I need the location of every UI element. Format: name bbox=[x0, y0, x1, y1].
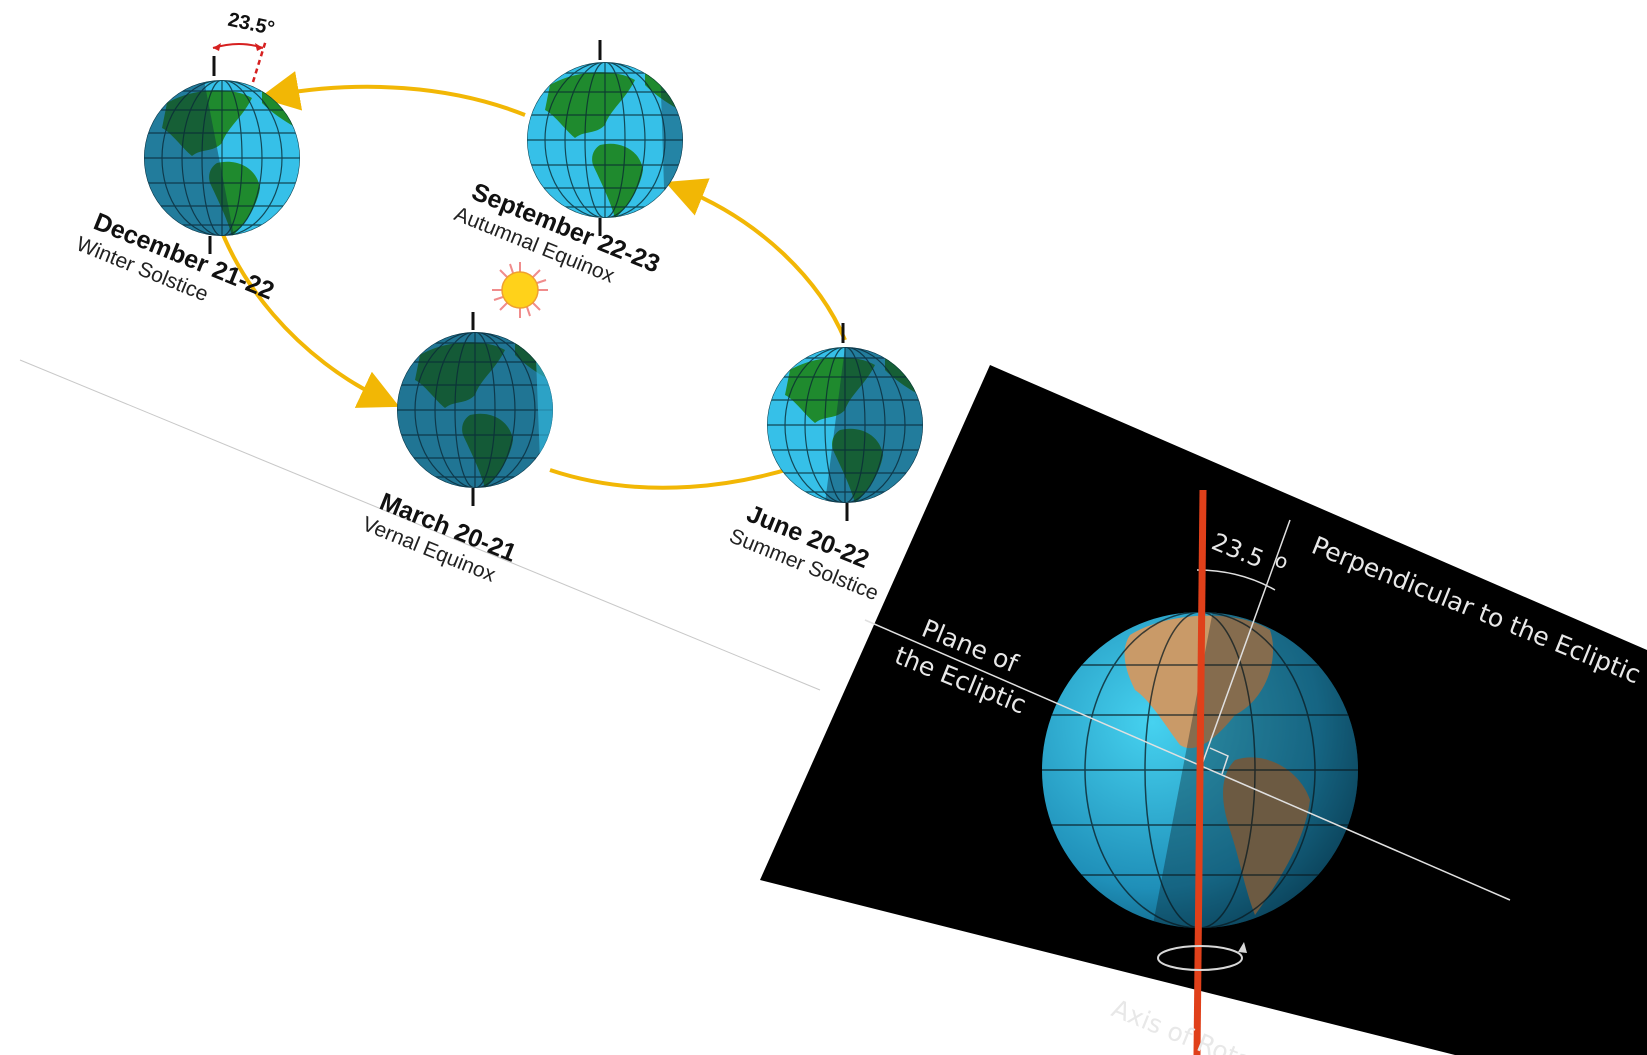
sun-icon bbox=[492, 262, 548, 318]
rotation-arrow-icon bbox=[1157, 942, 1247, 971]
globe-march bbox=[397, 312, 553, 506]
sheet-edge bbox=[19, 359, 821, 691]
perpendicular-line bbox=[1199, 519, 1291, 771]
orbit-arrow bbox=[259, 71, 526, 117]
tilt-angle-label: 23.5° bbox=[226, 9, 276, 40]
axial-tilt-panel: 23.5 o Perpendicular to the Ecliptic Pla… bbox=[760, 365, 1647, 1055]
label-march: March 20-21 Vernal Equinox bbox=[359, 488, 520, 587]
label-june: June 20-22 Summer Solstice bbox=[726, 500, 882, 606]
tilt-angle-marker: 23.5° bbox=[212, 9, 276, 83]
orbit-arrow bbox=[665, 178, 847, 341]
right-angle-marker bbox=[1209, 747, 1229, 775]
rotation-axis bbox=[1193, 489, 1207, 1055]
ecliptic-plane-line bbox=[864, 619, 1511, 901]
globe-december bbox=[144, 56, 300, 254]
globe-june bbox=[767, 323, 923, 521]
